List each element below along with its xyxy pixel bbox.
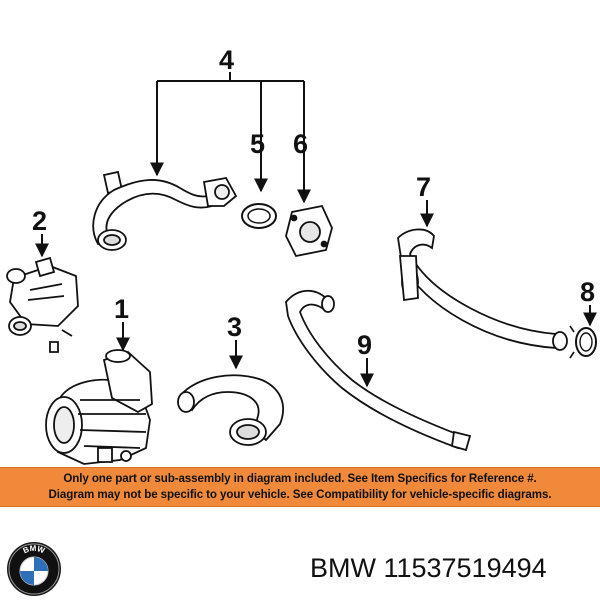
part-4-upper-hose bbox=[92, 170, 238, 251]
leader-lines bbox=[35, 72, 597, 388]
part-number-label: BMW 11537519494 bbox=[310, 553, 547, 583]
callout-3: 3 bbox=[227, 312, 242, 342]
part-5-seal-ring bbox=[241, 203, 277, 229]
part-6-gasket bbox=[285, 204, 333, 258]
part-8-clamp bbox=[569, 325, 597, 359]
part-1-water-pump bbox=[45, 349, 153, 465]
svg-text:BMW: BMW bbox=[22, 544, 47, 556]
callout-1: 1 bbox=[114, 294, 129, 324]
disclaimer-banner: Only one part or sub-assembly in diagram… bbox=[0, 467, 600, 507]
part-2-thermostat bbox=[6, 256, 79, 353]
callout-5: 5 bbox=[250, 129, 265, 159]
callout-2: 2 bbox=[32, 206, 47, 236]
callout-7: 7 bbox=[416, 172, 431, 202]
bmw-roundel-logo: BMW bbox=[7, 542, 61, 596]
callout-6: 6 bbox=[293, 129, 308, 159]
disclaimer-line-1: Only one part or sub-assembly in diagram… bbox=[63, 472, 537, 485]
callout-4: 4 bbox=[219, 45, 234, 75]
callout-9: 9 bbox=[357, 330, 372, 360]
disclaimer-line-2: Diagram may not be specific to your vehi… bbox=[48, 488, 552, 501]
part-3-molded-hose bbox=[177, 374, 284, 446]
callout-8: 8 bbox=[580, 277, 595, 307]
part-9-straight-hose bbox=[285, 289, 472, 452]
part-7-coolant-pipe bbox=[397, 228, 568, 351]
